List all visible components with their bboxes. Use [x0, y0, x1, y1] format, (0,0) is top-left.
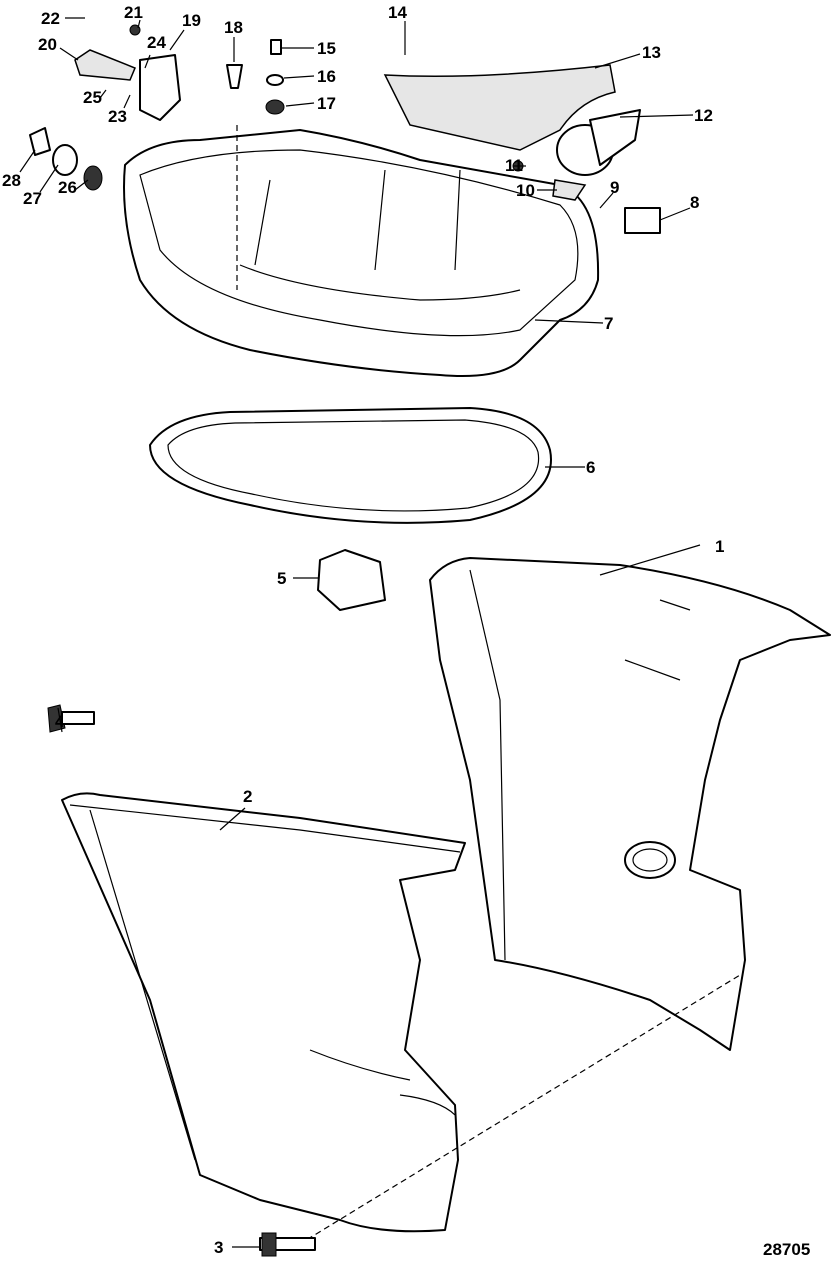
callout-3: 3	[214, 1238, 223, 1257]
callout-22: 22	[41, 9, 60, 28]
callout-24: 24	[147, 33, 166, 52]
callout-21: 21	[124, 3, 143, 22]
callout-28: 28	[2, 171, 21, 190]
callout-1: 1	[715, 537, 724, 556]
leader-line-24	[144, 54, 151, 69]
leader-line-17	[285, 102, 315, 107]
callout-11: 11	[505, 156, 523, 175]
leader-line-7	[534, 319, 604, 324]
callout-16: 16	[317, 67, 336, 86]
leader-line-20	[59, 47, 79, 61]
leader-line-13	[594, 53, 641, 69]
callout-8: 8	[690, 193, 699, 212]
leader-line-16	[283, 75, 315, 79]
figure-number: 28705	[763, 1240, 810, 1259]
callout-27: 27	[23, 189, 42, 208]
callout-15: 15	[317, 39, 336, 58]
callout-12: 12	[694, 106, 713, 125]
side-cowl-port	[61, 792, 466, 1233]
cowl-seal	[149, 407, 552, 524]
callout-17: 17	[317, 94, 336, 113]
callout-14: 14	[388, 3, 407, 22]
leader-line-4	[57, 707, 63, 733]
callout-20: 20	[38, 35, 57, 54]
callout-leaders	[19, 17, 701, 1248]
leader-line-1	[599, 544, 701, 576]
leader-line-21	[137, 19, 141, 29]
callout-5: 5	[277, 569, 286, 588]
small-parts	[29, 24, 661, 1257]
callout-6: 6	[586, 458, 595, 477]
callout-7: 7	[604, 314, 613, 333]
callout-25: 25	[83, 88, 102, 107]
side-cowl-starboard	[429, 557, 831, 1051]
callout-10: 10	[516, 181, 535, 200]
leader-line-19	[169, 29, 185, 51]
leader-line-2	[219, 807, 246, 831]
callout-23: 23	[108, 107, 127, 126]
top-cowl	[123, 129, 600, 377]
leader-line-27	[39, 164, 59, 193]
leader-line-8	[659, 207, 691, 221]
callout-9: 9	[610, 178, 619, 197]
callout-4: 4	[55, 712, 65, 731]
callout-13: 13	[642, 43, 661, 62]
leader-line-25	[99, 89, 107, 99]
callout-2: 2	[243, 787, 252, 806]
callout-18: 18	[224, 18, 243, 37]
callout-labels: 1234567891011121314151617181920212223242…	[2, 3, 724, 1257]
leader-line-26	[74, 179, 89, 191]
leader-line-23	[123, 94, 131, 109]
callout-26: 26	[58, 178, 77, 197]
leader-line-12	[619, 114, 694, 118]
leader-line-9	[599, 192, 614, 209]
leader-line-28	[19, 149, 36, 173]
callout-19: 19	[182, 11, 201, 30]
